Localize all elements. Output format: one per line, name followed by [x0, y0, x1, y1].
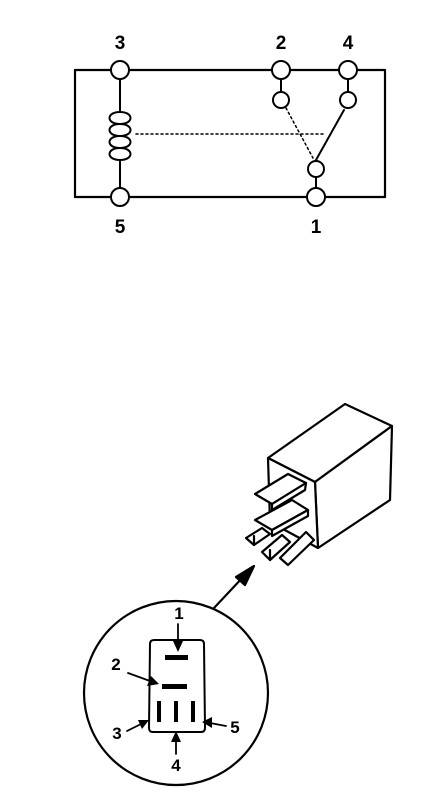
pin-5-slot: [191, 701, 195, 722]
switch-contacts: [280, 79, 349, 188]
connector-face: [148, 639, 206, 733]
pin-leader-heads: [138, 641, 212, 742]
connector-pins: [157, 655, 195, 722]
relay-terminals: [244, 472, 316, 567]
terminal-1-node: [306, 187, 326, 207]
schematic-outline: [73, 68, 387, 199]
terminal-4-node: [338, 60, 358, 80]
terminal-3-label: 3: [115, 33, 126, 54]
pin-1-label: 1: [174, 604, 183, 623]
pin-leaders: [126, 623, 227, 755]
pin-2-slot: [162, 684, 187, 689]
mechanical-linkage: [135, 107, 326, 159]
terminal-nodes: [110, 60, 358, 207]
contact-common-node: [307, 160, 325, 178]
terminal-1-label: 1: [311, 217, 322, 238]
pointer-arrow-head: [234, 564, 256, 587]
pin-1-slot: [165, 655, 188, 660]
terminal-5-label: 5: [115, 217, 126, 238]
connector-end-view: 1 2 3 4 5: [82, 599, 270, 787]
relay-schematic: 3 2 4 5 1: [73, 33, 387, 238]
pin-4-slot: [174, 701, 178, 722]
pin-2-label: 2: [111, 655, 120, 674]
pin-3-label: 3: [112, 724, 121, 743]
pin-3-slot: [157, 701, 161, 722]
detail-circle: [82, 599, 270, 787]
terminal-4-label: 4: [343, 33, 354, 54]
pointer-arrow-shaft: [212, 574, 246, 610]
terminal-3-node: [110, 60, 130, 80]
terminal-5-node: [110, 187, 130, 207]
coil: [108, 79, 132, 188]
terminal-2-label: 2: [276, 33, 287, 54]
pin-4-label: 4: [171, 756, 181, 775]
terminal-2-node: [271, 60, 291, 80]
contact-nc-node: [272, 91, 290, 109]
pin-5-label: 5: [230, 718, 239, 737]
relay-illustration: [212, 402, 394, 610]
contact-no-node: [339, 91, 357, 109]
